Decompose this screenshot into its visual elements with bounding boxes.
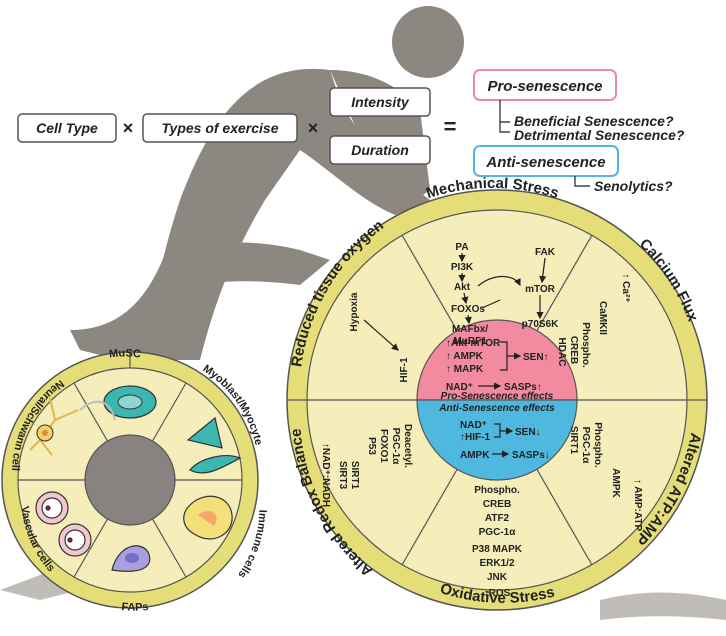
outcomes: Pro-senescence Beneficial Senescence? De…: [473, 69, 685, 194]
node-hypoxia: Hypoxia: [349, 292, 360, 331]
node-atf2: ATF2: [485, 513, 510, 524]
intensity-label: Intensity: [351, 94, 410, 110]
fap-cell-icon: [111, 545, 151, 572]
node-nad-nadh: ↑NAD⁺:NADH: [320, 443, 331, 507]
center-sasps-down: SASPs↓: [512, 450, 550, 461]
node-creb-ca: CREB: [568, 336, 579, 364]
mechanical-pathway: PA PI3K Akt FOXOs MAFbx/ MuRF1 FAK mTOR …: [451, 242, 559, 347]
center-sen-down: SEN↓: [515, 427, 541, 438]
duration-box: [329, 135, 431, 165]
anti-branch-line: [574, 176, 590, 187]
atp-amp-pathway: Phospho. PGC-1α SIRT1 AMPK ↑ AMP:ATP: [568, 422, 643, 531]
vascular-cell-icon: [35, 491, 92, 557]
node-pgc-ox: PGC-1α: [479, 527, 517, 538]
node-fak: FAK: [535, 247, 556, 258]
node-hdac: HDAC: [556, 338, 567, 367]
node-camkii: CaMKII: [597, 301, 608, 335]
anti-effects-title: Anti-Senescence effects: [438, 403, 555, 414]
node-pgc-atp: PGC-1α: [580, 427, 591, 465]
times-sign-1: ×: [123, 118, 134, 138]
cell-type-box: [17, 113, 117, 143]
mechanism-wheel: Mechanical Stress Calcium Flux Altered A…: [286, 175, 708, 611]
musc-cell-icon: [103, 385, 157, 419]
intensity-box: [329, 87, 431, 117]
node-pgc-redox: PGC-1α: [390, 428, 401, 466]
center-nad-pro: NAD⁺: [446, 382, 473, 393]
anti-senescence-box: [473, 145, 619, 177]
node-phospho-ca: Phospho.: [580, 322, 591, 368]
duration-label: Duration: [351, 142, 409, 158]
node-p53: P53: [366, 437, 377, 455]
senolytics-label: Senolytics?: [594, 178, 673, 194]
pro-branch-lines: [499, 100, 510, 133]
center-ampk-up: ↑ AMPK: [446, 351, 484, 362]
node-sirt3: SIRT3: [337, 461, 348, 490]
node-phospho-ox: Phospho.: [474, 485, 520, 496]
node-foxo1: FOXO1: [378, 429, 389, 463]
redox-pathway: Deacetyl. PGC-1α FOXO1 P53 SIRT1 SIRT3 ↑…: [320, 424, 413, 507]
node-erk: ERK1/2: [479, 558, 514, 569]
node-phospho-atp: Phospho.: [592, 422, 603, 468]
center-sen-up: SEN↑: [523, 352, 549, 363]
node-mtor: mTOR: [525, 284, 556, 295]
center-effects: ↑Akt-mTOR ↑ AMPK ↑ MAPK SEN↑ NAD⁺ SASPs↑…: [438, 338, 555, 461]
node-sirt1-redox: SIRT1: [349, 461, 360, 490]
node-hif1: HIF-1: [399, 357, 410, 382]
node-jnk: JNK: [487, 572, 508, 583]
formula-row: Cell Type × Types of exercise × Intensit…: [17, 87, 457, 165]
myocyte-cell-icon: [186, 416, 242, 474]
node-pi3k: PI3K: [451, 262, 474, 273]
equals-sign: =: [444, 114, 457, 139]
node-pa: PA: [455, 242, 468, 253]
node-ros: ↑ROS: [484, 588, 511, 599]
node-ca: ↑ Ca²⁺: [620, 273, 631, 302]
calcium-pathway: ↑ Ca²⁺ CaMKII Phospho. CREB HDAC: [556, 273, 631, 368]
pro-senescence-box: [473, 69, 617, 101]
pro-effects-title: Pro-Senescence effects: [441, 391, 554, 402]
exercise-type-label: Types of exercise: [162, 120, 279, 136]
center-sasps-up: SASPs↑: [504, 382, 542, 393]
node-sirt1-atp: SIRT1: [568, 426, 579, 455]
center-nad-anti: NAD⁺: [460, 420, 487, 431]
node-akt: Akt: [454, 282, 471, 293]
times-sign-2: ×: [308, 118, 319, 138]
anti-senescence-label: Anti-senescence: [485, 154, 605, 171]
cell-sector-musc: MuSC: [109, 347, 142, 360]
node-amp-atp: ↑ AMP:ATP: [632, 479, 643, 532]
pro-senescence-label: Pro-senescence: [487, 78, 602, 95]
beneficial-senescence-label: Beneficial Senescence?: [514, 113, 674, 129]
anti-senescence-center: [416, 399, 578, 481]
node-deacetyl: Deacetyl.: [402, 424, 413, 468]
center-akt-mtor: ↑Akt-mTOR: [446, 338, 501, 349]
node-p38: P38 MAPK: [472, 544, 523, 555]
node-ampk-atp: AMPK: [610, 468, 621, 498]
cell-type-label: Cell Type: [36, 120, 98, 136]
cell-sector-faps: FAPs: [121, 601, 149, 614]
cell-type-wheel: MuSC Myoblast/Myocyte Immune cells FAPs …: [1, 347, 268, 614]
hypoxia-pathway: Hypoxia HIF-1: [349, 292, 410, 382]
node-mafbx: MAFbx/: [452, 324, 488, 335]
center-hif-anti: ↑HIF-1: [460, 432, 490, 443]
neural-cell-icon: [29, 397, 116, 456]
detrimental-senescence-label: Detrimental Senescence?: [514, 127, 685, 143]
node-p70s6k: p70S6K: [522, 319, 559, 330]
oxidative-pathway: Phospho. CREB ATF2 PGC-1α P38 MAPK ERK1/…: [472, 485, 523, 599]
node-creb-ox: CREB: [483, 499, 511, 510]
immune-cell-icon: [183, 495, 233, 540]
node-foxos: FOXOs: [451, 304, 485, 315]
node-murf1: MuRF1: [453, 336, 487, 347]
pro-senescence-center: [416, 319, 578, 401]
center-mapk-up: ↑ MAPK: [446, 364, 484, 375]
exercise-type-box: [142, 113, 298, 143]
center-ampk-anti: AMPK: [460, 450, 490, 461]
